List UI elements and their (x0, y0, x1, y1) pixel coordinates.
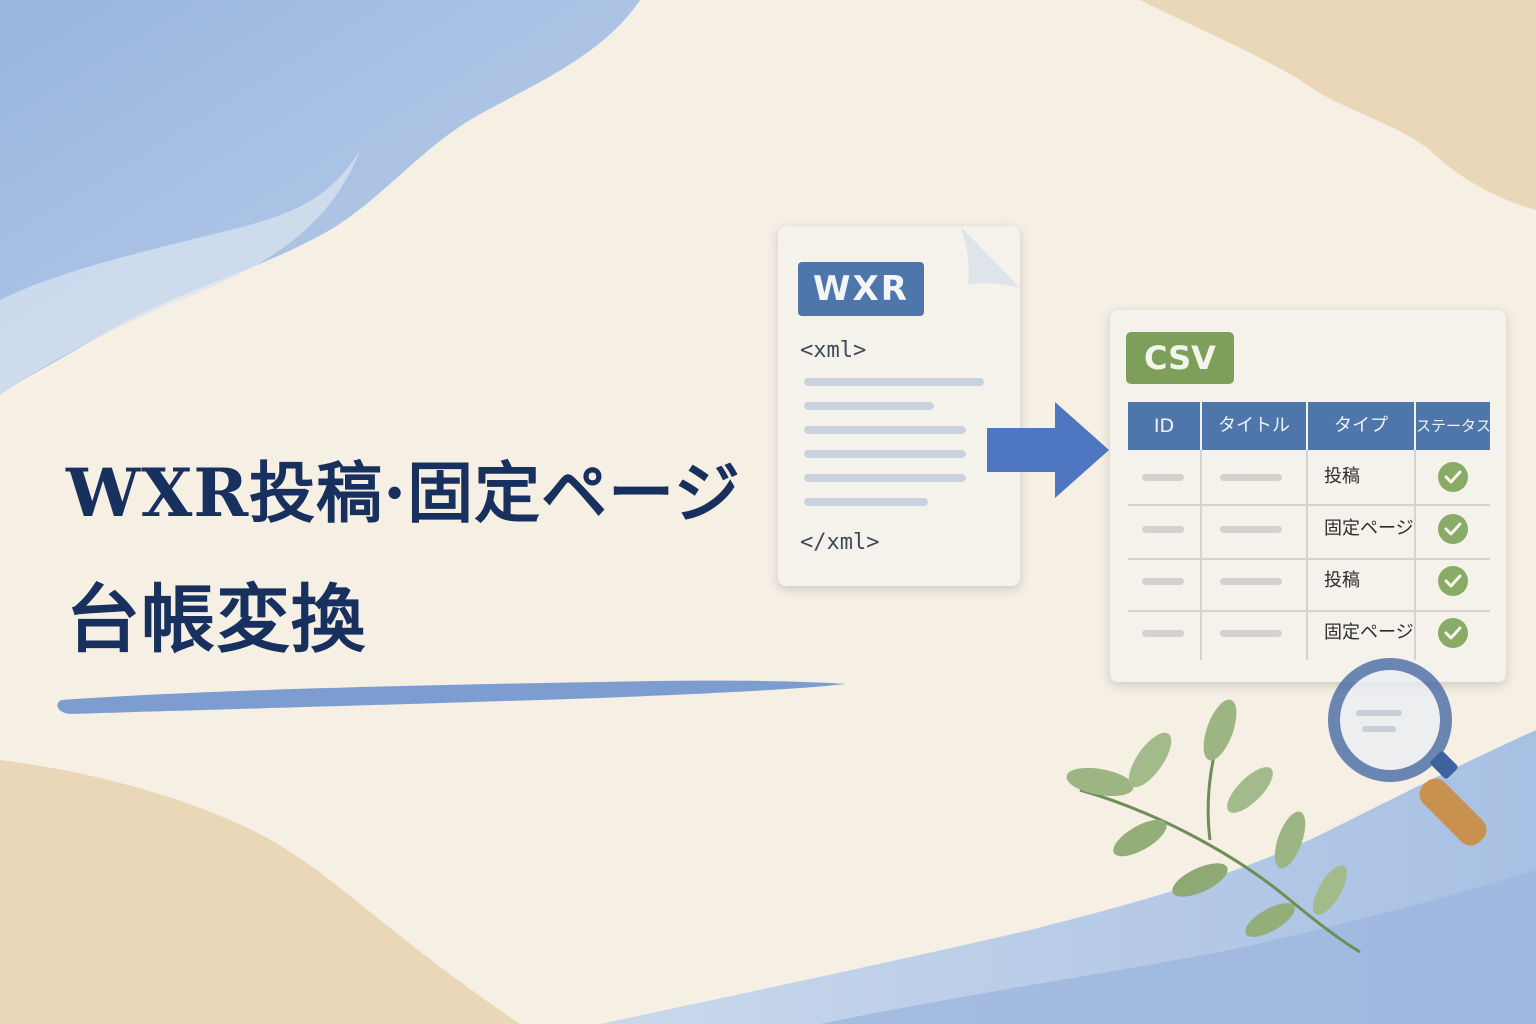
document-line (804, 402, 934, 410)
check-icon (1438, 462, 1468, 492)
column-divider (1414, 450, 1416, 660)
document-line (804, 378, 984, 386)
document-line (804, 474, 966, 482)
leaf-branch-icon (1066, 699, 1361, 954)
table-cell-placeholder (1220, 526, 1282, 533)
arrow-right-icon (987, 402, 1109, 498)
wxr-document-card: WXR <xml> </xml> (778, 226, 1020, 586)
table-cell-type: 固定ページ (1324, 622, 1414, 643)
xml-open-tag: <xml> (800, 338, 867, 363)
document-line (804, 498, 928, 506)
column-header-title: タイトル (1202, 402, 1306, 450)
document-icon (960, 226, 1020, 288)
column-divider (1306, 450, 1308, 660)
page-title-line-2: 台帳変換 (66, 577, 366, 663)
column-header-id: ID (1128, 402, 1200, 450)
table-cell-type: 投稿 (1324, 466, 1360, 487)
document-line (804, 450, 966, 458)
page-title-line-1: WXR投稿·固定ページ (66, 454, 741, 532)
table-cell-placeholder (1142, 630, 1184, 637)
check-icon (1438, 566, 1468, 596)
csv-badge: CSV (1126, 332, 1234, 384)
check-icon (1438, 618, 1468, 648)
table-cell-placeholder (1220, 630, 1282, 637)
csv-table-card: CSV ID タイトル タイプ ステータス 投稿 固定ページ 投稿 (1110, 310, 1506, 682)
column-divider (1200, 450, 1202, 660)
column-header-type: タイプ (1308, 402, 1414, 450)
magnifier-icon (1328, 658, 1487, 846)
table-cell-placeholder (1142, 578, 1184, 585)
table-cell-placeholder (1220, 474, 1282, 481)
table-cell-type: 投稿 (1324, 570, 1360, 591)
row-divider (1128, 610, 1490, 612)
column-header-status: ステータス (1416, 402, 1490, 450)
wxr-badge: WXR (798, 262, 924, 316)
table-cell-placeholder (1142, 526, 1184, 533)
row-divider (1128, 558, 1490, 560)
table-cell-placeholder (1220, 578, 1282, 585)
table-cell-type: 固定ページ (1324, 518, 1414, 539)
row-divider (1128, 504, 1490, 506)
document-line (804, 426, 966, 434)
xml-close-tag: </xml> (800, 530, 880, 555)
table-cell-placeholder (1142, 474, 1184, 481)
check-icon (1438, 514, 1468, 544)
